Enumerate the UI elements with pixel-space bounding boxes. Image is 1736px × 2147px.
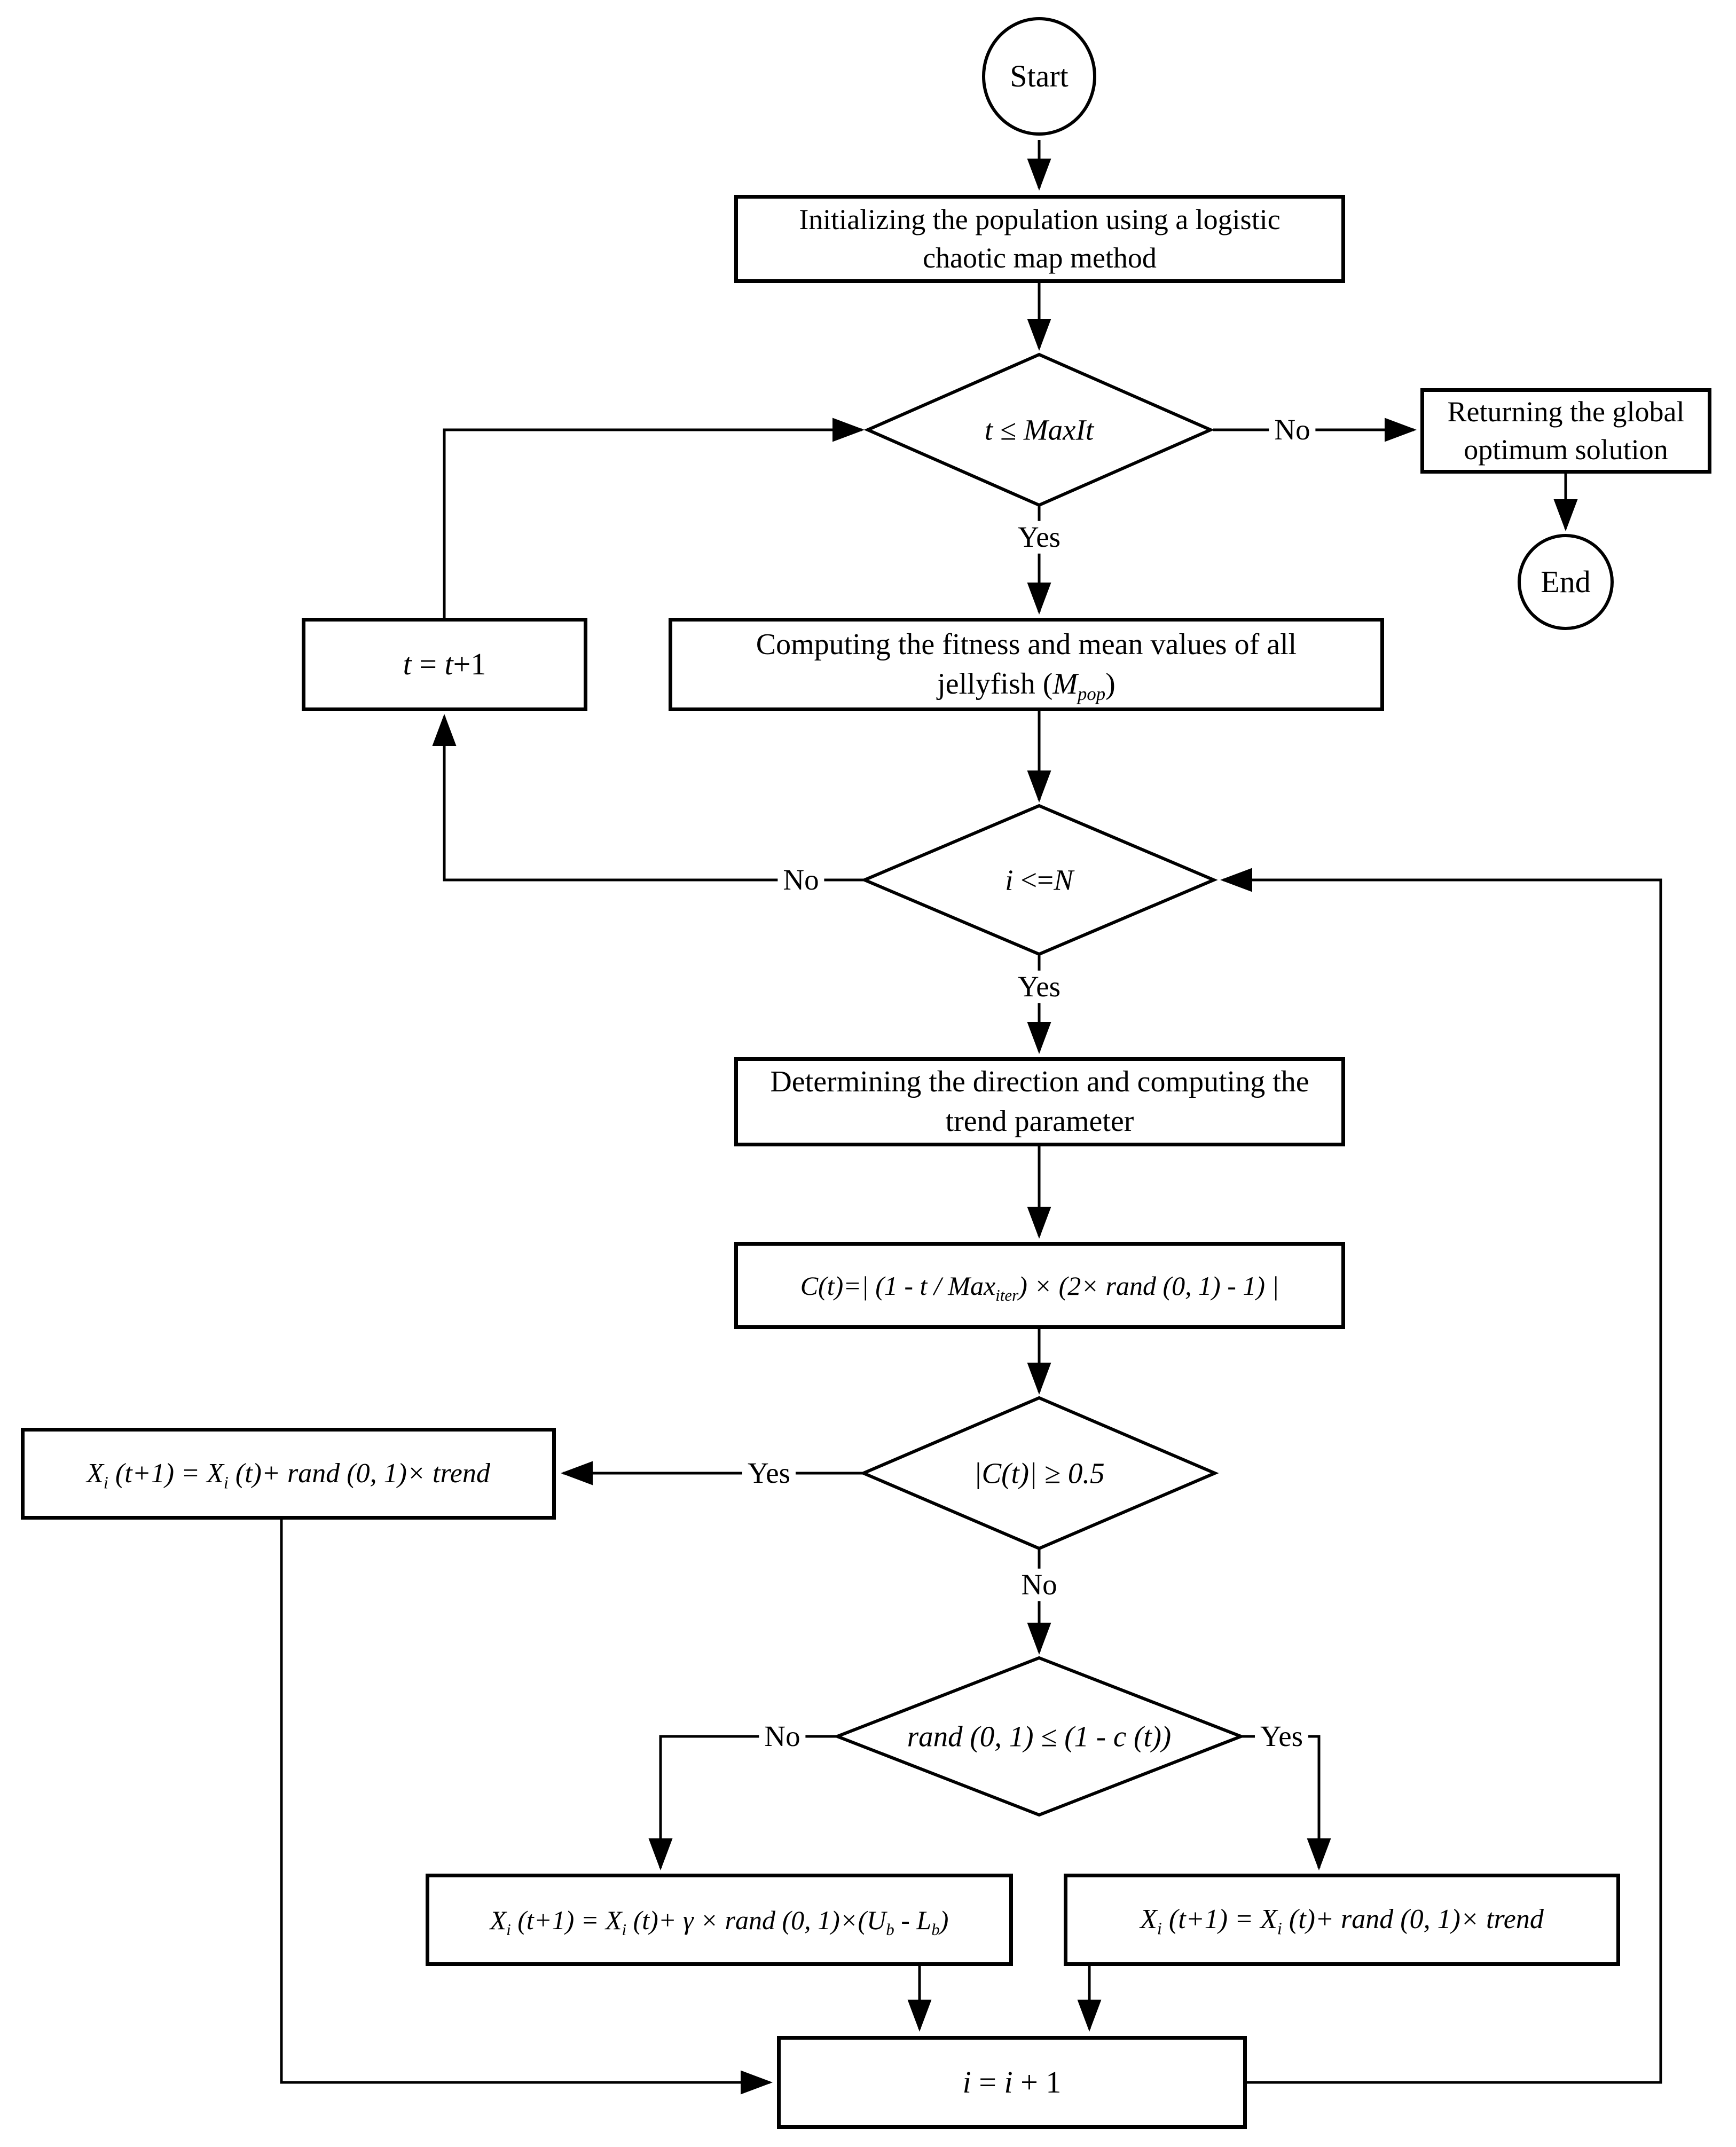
decision-ct-diamond — [859, 1396, 1219, 1551]
edge-label-yes-checkpop: Yes — [1012, 970, 1066, 1003]
edge-checkrand-moveright — [1241, 1735, 1331, 1870]
move-gamma-label: Xi (t+1) = Xi (t)+ γ × rand (0, 1)×(Ub -… — [490, 1905, 949, 1939]
ct-formula-box: C(t)=| (1 - t / Maxiter) × (2× rand (0, … — [734, 1242, 1345, 1329]
start-label: Start — [1010, 58, 1069, 93]
edge-moveleft-iinc — [280, 1520, 773, 2095]
determining-direction-box: Determining the direction and computing … — [734, 1057, 1345, 1146]
edge-checkpop-tinc — [432, 714, 865, 882]
edge-label-yes-checkrand: Yes — [1254, 1720, 1309, 1753]
move-trend-right-box: Xi (t+1) = Xi (t)+ rand (0, 1)× trend — [1064, 1874, 1620, 1966]
move-gamma-box: Xi (t+1) = Xi (t)+ γ × rand (0, 1)×(Ub -… — [426, 1874, 1013, 1966]
end-label: End — [1541, 564, 1591, 599]
i-increment-box: i = i + 1 — [777, 2036, 1247, 2129]
edge-label-no-checkrand: No — [759, 1720, 806, 1753]
move-trend-left-box: Xi (t+1) = Xi (t)+ rand (0, 1)× trend — [21, 1428, 556, 1520]
ct-formula-label: C(t)=| (1 - t / Maxiter) × (2× rand (0, … — [800, 1270, 1279, 1304]
decision-iteration-diamond — [863, 352, 1215, 507]
decision-iteration-label: t ≤ MaxIt — [984, 413, 1094, 446]
t-increment-box: t = t+1 — [302, 618, 587, 711]
edge-label-no-checkpop: No — [777, 863, 824, 896]
edge-label-no-checkct: No — [1016, 1568, 1063, 1601]
init-population-label: Initializing the population using a logi… — [799, 203, 1281, 274]
computing-fitness-box: Computing the fitness and mean values of… — [669, 618, 1384, 711]
edge-iinc-checkpop — [1220, 868, 1662, 2084]
move-trend-left-label: Xi (t+1) = Xi (t)+ rand (0, 1)× trend — [87, 1458, 490, 1492]
decision-population-diamond — [860, 804, 1218, 956]
edge-label-yes-checkct: Yes — [742, 1457, 796, 1490]
decision-population-label: i <=N — [1005, 863, 1073, 896]
move-trend-right-label: Xi (t+1) = Xi (t)+ rand (0, 1)× trend — [1140, 1904, 1544, 1938]
decision-ct-label: |C(t)| ≥ 0.5 — [973, 1457, 1105, 1490]
i-increment-label: i = i + 1 — [962, 2064, 1062, 2099]
computing-fitness-label: Computing the fitness and mean values of… — [756, 627, 1297, 704]
end-terminal: End — [1518, 534, 1614, 630]
t-increment-label: t = t+1 — [403, 647, 486, 682]
determining-direction-label: Determining the direction and computing … — [770, 1065, 1309, 1138]
init-population-box: Initializing the population using a logi… — [734, 195, 1345, 283]
edge-tinc-checkiter — [443, 418, 865, 618]
edge-label-yes-checkiter: Yes — [1012, 521, 1066, 554]
edge-label-no-checkiter: No — [1269, 413, 1316, 446]
edge-checkrand-gamma — [648, 1735, 837, 1870]
decision-rand-diamond — [832, 1656, 1246, 1817]
decision-rand-label: rand (0, 1) ≤ (1 - c (t)) — [907, 1720, 1172, 1753]
start-terminal: Start — [982, 17, 1096, 136]
